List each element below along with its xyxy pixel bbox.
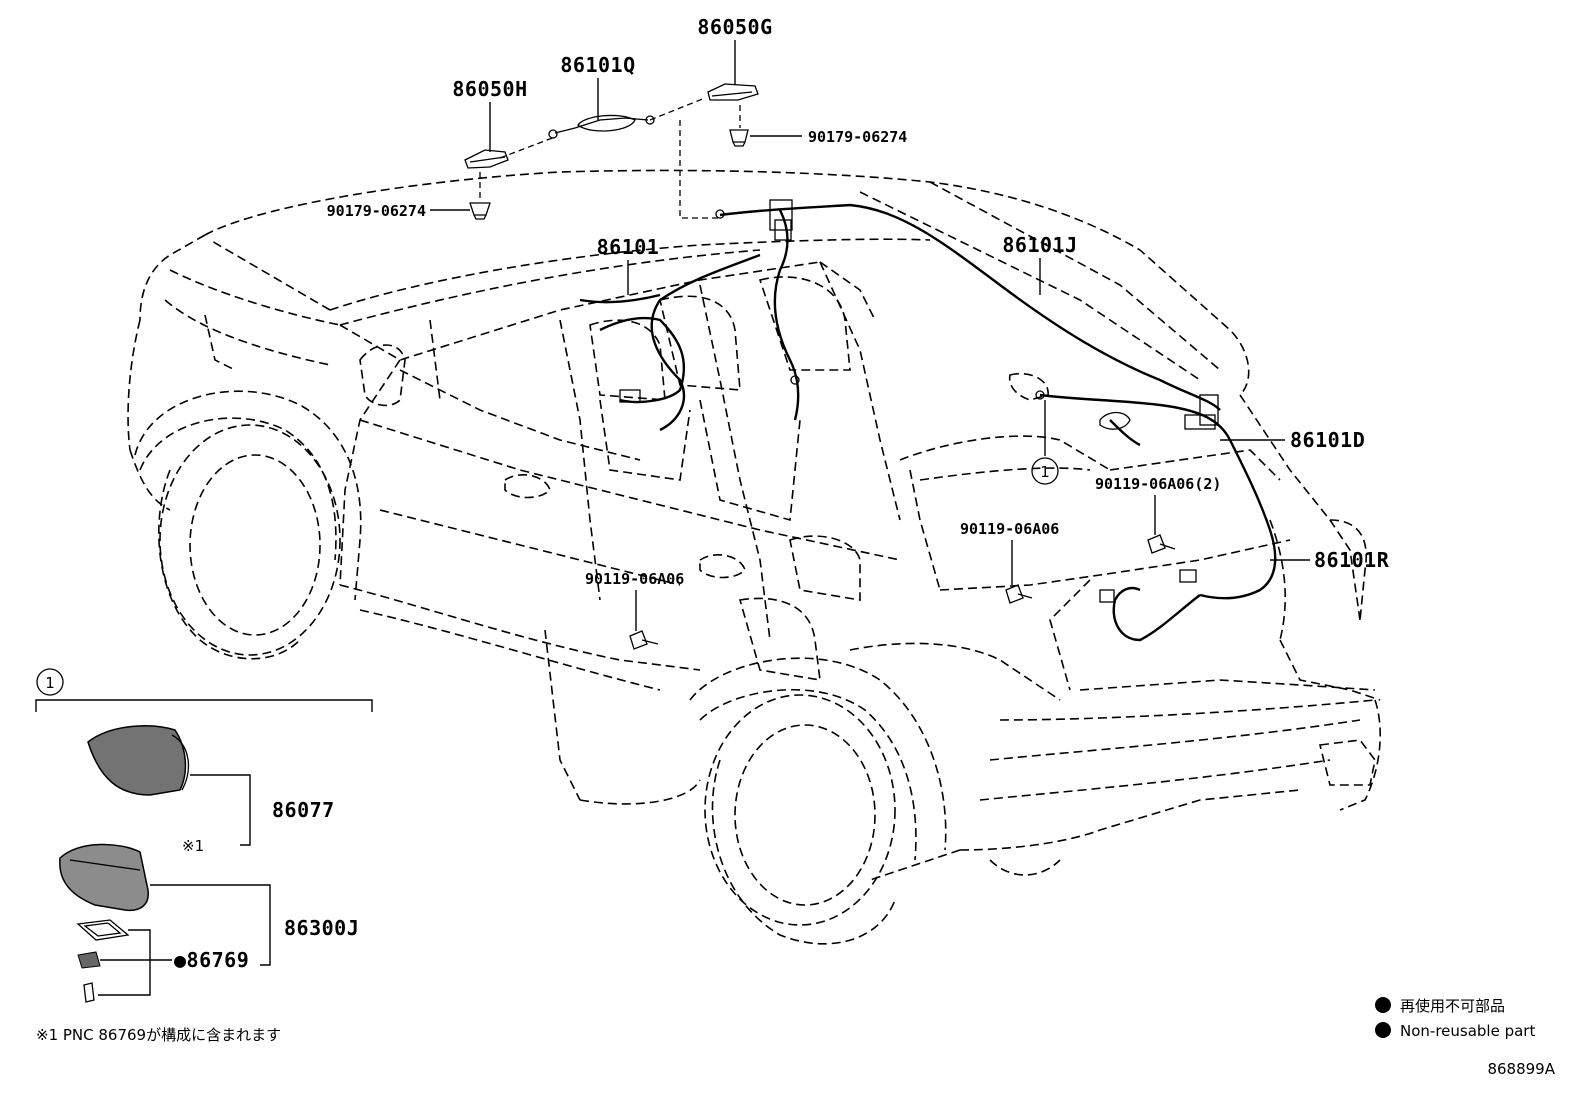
vehicle-outline (127, 169, 1381, 945)
part-labels: 86050G 86101Q 86050H 90179-06274 90179-0… (174, 15, 1390, 972)
label-86077: 86077 (272, 798, 335, 822)
label-86101J: 86101J (1002, 233, 1077, 257)
antenna-cords (579, 199, 1277, 642)
label-90179-top: 90179-06274 (808, 128, 907, 146)
label-86050G: 86050G (697, 15, 772, 39)
label-86101Q: 86101Q (560, 53, 635, 77)
label-note-mark: ※1 (182, 837, 204, 855)
diagram-id: 868899A (1487, 1060, 1555, 1078)
label-86050H: 86050H (452, 77, 527, 101)
legend-en: Non-reusable part (1400, 1022, 1535, 1040)
bolts: 1 (629, 400, 1176, 650)
legend-bullet-jp (1375, 997, 1391, 1013)
antenna-detail: 1 (35, 668, 373, 1003)
legend-bullet-en (1375, 1022, 1391, 1038)
label-90119-x2: 90119-06A06(2) (1095, 475, 1221, 493)
footer: ※1 PNC 86769が構成に含まれます 再使用不可部品 Non-reusab… (36, 997, 1556, 1078)
label-90179-left: 90179-06274 (327, 202, 426, 220)
label-86101: 86101 (597, 235, 660, 259)
label-86101R: 86101R (1314, 548, 1390, 572)
label-86769: ●86769 (174, 948, 249, 972)
roof-antenna-parts (430, 40, 1310, 561)
ref-circle-car: 1 (1040, 463, 1050, 481)
label-90119-mid: 90119-06A06 (960, 520, 1059, 538)
label-90119-left: 90119-06A06 (585, 570, 684, 588)
ref-circle-detail: 1 (45, 674, 55, 692)
legend-jp: 再使用不可部品 (1400, 997, 1505, 1015)
label-86101D: 86101D (1290, 428, 1365, 452)
footnote: ※1 PNC 86769が構成に含まれます (36, 1026, 281, 1044)
label-86300J: 86300J (284, 916, 359, 940)
